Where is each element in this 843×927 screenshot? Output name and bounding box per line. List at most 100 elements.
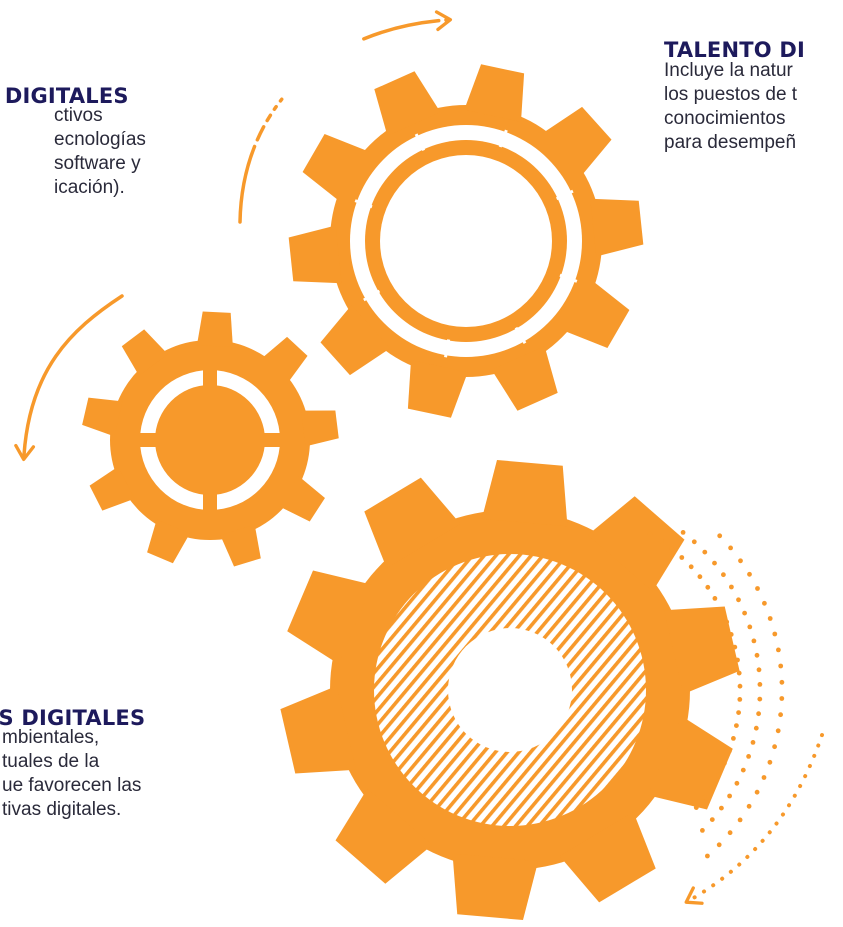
arrow-dot	[755, 586, 760, 591]
arrow-dot	[778, 663, 784, 669]
gear-tooth	[452, 853, 539, 921]
gear-tooth	[541, 106, 612, 177]
arrow-dot	[767, 759, 773, 765]
gear-spoke	[514, 326, 527, 344]
gear-notch	[203, 490, 217, 516]
gear-small-left-core	[155, 385, 265, 495]
arrow-dot	[747, 571, 752, 577]
arrow-dot	[754, 652, 760, 658]
arrow-dot	[700, 828, 705, 833]
arrow-dot	[727, 793, 732, 799]
arrow-dot	[734, 780, 740, 786]
arrow-dot	[717, 533, 723, 539]
arrow-dot	[705, 853, 710, 859]
arrow-dot	[705, 584, 711, 590]
arrow-dot	[772, 631, 778, 637]
arrow-dot	[775, 728, 781, 734]
gear-top-right-spokes	[354, 129, 578, 358]
arrow-dot	[737, 697, 743, 702]
gear-tooth	[374, 71, 441, 136]
arrow-dot	[740, 767, 746, 773]
arrow-dot	[679, 555, 685, 560]
arrow-dot	[772, 744, 777, 750]
gear-tooth	[147, 519, 190, 564]
arrow-dot	[750, 740, 756, 745]
gear-tooth	[335, 788, 433, 884]
arrow-dot	[779, 679, 785, 685]
arrow-dot	[746, 754, 751, 759]
gear-tooth	[464, 64, 525, 122]
gear-tooth	[364, 477, 461, 569]
gear-tooth	[220, 524, 261, 567]
gear-notch	[260, 433, 286, 447]
label-digital-assets-title: S DIGITALES	[0, 84, 129, 108]
arrow-dot	[751, 638, 757, 644]
arrow-dot	[712, 560, 717, 566]
arrow-dot	[734, 723, 739, 728]
arrow-dot	[754, 789, 760, 795]
gear-large-bottom-hole	[448, 628, 572, 752]
arrow-dot	[680, 530, 686, 535]
gear-spoke	[414, 133, 426, 152]
arrow-dot	[727, 748, 732, 754]
arrow-dot	[728, 632, 734, 637]
arrow-dot	[737, 817, 743, 823]
arrow-dot	[658, 538, 664, 544]
arrow-dot	[697, 574, 703, 580]
arrow-dot	[735, 657, 740, 663]
gear-tooth	[562, 279, 630, 349]
arrow-dot	[709, 817, 715, 822]
gear-tooth	[301, 410, 339, 447]
gear-spoke	[363, 289, 381, 302]
gear-tooth	[260, 336, 308, 384]
arrow-dot	[761, 775, 767, 780]
arrow-dot	[757, 682, 763, 687]
gear-spoke	[559, 273, 578, 283]
arrow-dot	[702, 549, 708, 555]
arrow-dot	[756, 667, 762, 673]
gear-tooth	[279, 476, 325, 522]
gear-small-left-notches	[134, 364, 286, 516]
gear-top-right-hub	[380, 155, 552, 327]
label-digital-assets-desc: ctivos ecnologías software y icación).	[54, 105, 146, 198]
gear-tooth	[559, 811, 656, 903]
arrow-dot	[669, 546, 675, 552]
arrow-top-dashed	[238, 10, 453, 224]
arrow-dot	[719, 805, 724, 811]
arrow-dot	[756, 711, 761, 717]
gear-notch	[203, 364, 217, 390]
arrow-dot	[724, 619, 730, 625]
arrow-left-curve	[14, 294, 124, 462]
gear-tooth	[121, 329, 168, 376]
arrow-dot	[722, 760, 727, 766]
arrow-dot	[778, 712, 783, 718]
arrow-dot	[753, 725, 759, 731]
gear-tooth	[481, 459, 568, 527]
arrow-dot	[721, 572, 726, 578]
label-digital-talent-desc: Incluye la natur los puestos de t conoci…	[664, 60, 798, 153]
gear-tooth	[587, 496, 685, 592]
arrow-dot	[762, 600, 767, 606]
gear-tooth	[89, 466, 135, 511]
gear-large-bottom	[280, 459, 740, 921]
gear-notch	[134, 433, 160, 447]
arrow-dot	[776, 647, 781, 653]
gear-spoke	[498, 129, 508, 148]
gear-tooth	[407, 360, 468, 418]
gear-top-right	[288, 64, 644, 418]
gear-tooth	[491, 346, 558, 411]
gear-tooth	[288, 225, 342, 284]
gear-tooth	[590, 198, 644, 257]
arrow-dot	[738, 558, 743, 564]
label-digital-assets: S DIGITALES ctivos ecnologías software y…	[0, 84, 326, 200]
arrow-dot	[718, 607, 724, 613]
gear-tooth	[280, 685, 356, 774]
gear-tooth	[82, 397, 123, 437]
arrow-dot	[727, 830, 733, 836]
label-digital-conditions-desc: mbientales, tuales de la ue favorecen la…	[2, 727, 142, 820]
arrow-dot	[732, 644, 738, 650]
arrow-dot	[716, 772, 721, 778]
arrow-dot	[747, 624, 753, 630]
arrow-dot	[647, 531, 653, 537]
